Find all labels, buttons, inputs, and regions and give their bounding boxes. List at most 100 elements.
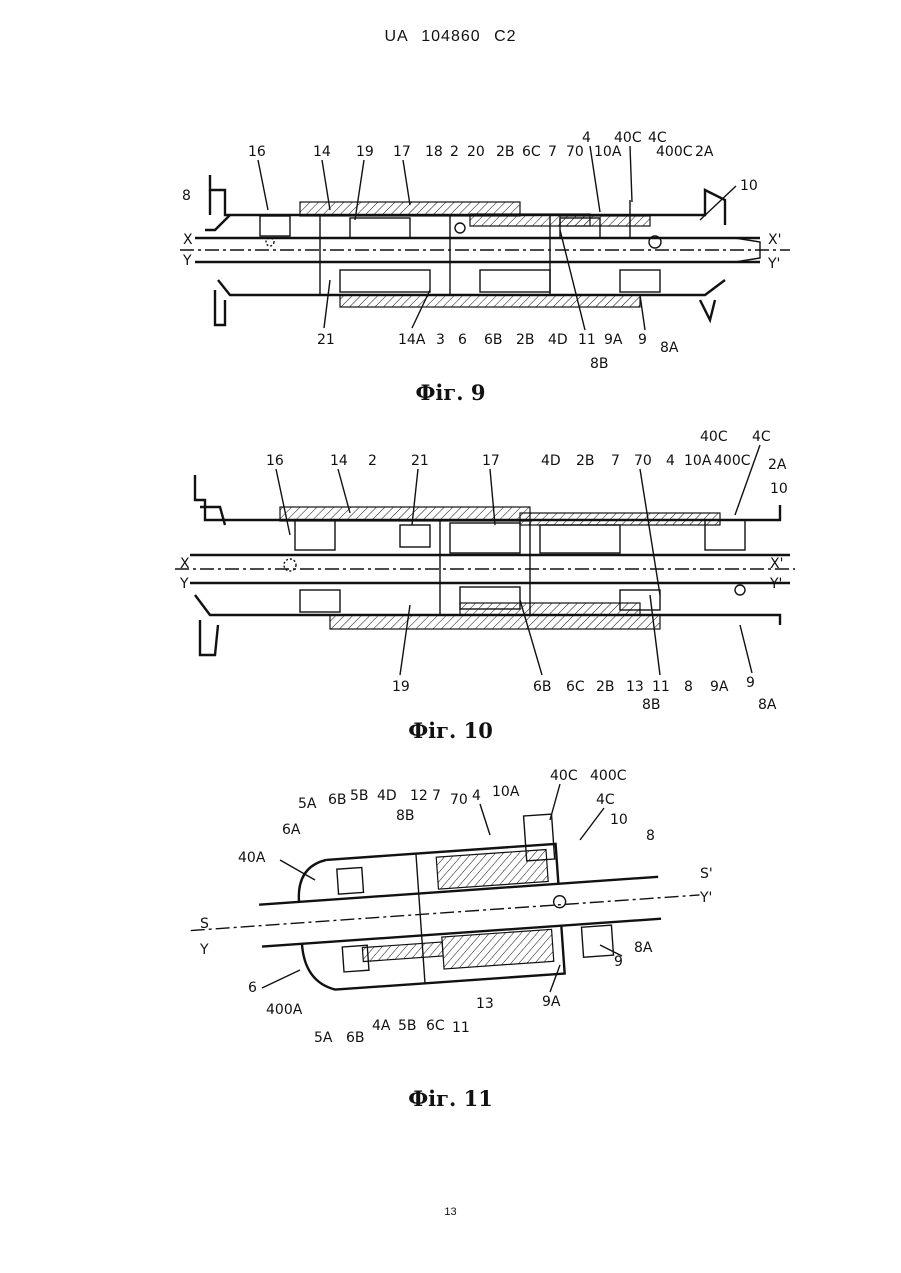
label-400c: 400C <box>714 453 751 469</box>
label-5a-bottom: 5A <box>314 1030 333 1046</box>
label-17: 17 <box>393 144 411 160</box>
axis-x: X <box>180 556 190 572</box>
label-40c: 40C <box>550 768 578 784</box>
axis-s: S <box>200 916 209 932</box>
label-3: 3 <box>436 332 445 348</box>
label-2a: 2A <box>695 144 714 160</box>
label-4d: 4D <box>541 453 561 469</box>
label-10: 10 <box>610 812 628 828</box>
label-2b: 2B <box>496 144 515 160</box>
figure-11-caption: Фіг. 11 <box>0 1086 901 1111</box>
label-4c: 4C <box>752 429 771 445</box>
label-11: 11 <box>652 679 670 695</box>
label-6b-bottom: 6B <box>346 1030 365 1046</box>
label-10a: 10A <box>594 144 622 160</box>
label-2b-bottom: 2B <box>516 332 535 348</box>
label-10a: 10A <box>492 784 520 800</box>
axis-y: Y <box>182 253 192 269</box>
label-2: 2 <box>450 144 459 160</box>
label-19: 19 <box>392 679 410 695</box>
figure-10-drawing: 16 14 2 21 17 4D 2B 7 70 4 10A 40C 400C … <box>0 425 901 715</box>
label-10: 10 <box>770 481 788 497</box>
label-16: 16 <box>248 144 266 160</box>
label-5a: 5A <box>298 796 317 812</box>
label-7: 7 <box>432 788 441 804</box>
label-12: 12 <box>410 788 428 804</box>
label-8a: 8A <box>758 697 777 713</box>
label-6c: 6C <box>566 679 585 695</box>
label-40a: 40A <box>238 850 266 866</box>
label-21: 21 <box>317 332 335 348</box>
axis-y-prime: Y' <box>769 576 782 592</box>
label-5b-bottom: 5B <box>398 1018 417 1034</box>
label-2b-bottom: 2B <box>596 679 615 695</box>
label-10: 10 <box>740 178 758 194</box>
label-4: 4 <box>472 788 481 804</box>
page-number: 13 <box>0 1206 901 1218</box>
label-2a: 2A <box>768 457 787 473</box>
axis-x-prime: X' <box>770 556 783 572</box>
label-20: 20 <box>467 144 485 160</box>
label-11: 11 <box>578 332 596 348</box>
label-4d: 4D <box>377 788 397 804</box>
axis-y-prime: Y' <box>699 890 712 906</box>
label-6b: 6B <box>484 332 503 348</box>
patent-header: UA 104860 C2 <box>0 28 901 46</box>
label-400c: 400C <box>590 768 627 784</box>
label-14: 14 <box>313 144 331 160</box>
label-6: 6 <box>458 332 467 348</box>
label-21: 21 <box>411 453 429 469</box>
label-17: 17 <box>482 453 500 469</box>
label-11: 11 <box>452 1020 470 1036</box>
label-6b: 6B <box>328 792 347 808</box>
figure-11-drawing: 5A 6B 5B 4D 8B 12 7 70 4 10A 40C 400C 4C… <box>0 760 901 1060</box>
label-8b: 8B <box>642 697 661 713</box>
figure-9-drawing: 16 14 19 17 18 2 20 2B 6C 7 70 4 10A 40C… <box>0 130 901 380</box>
label-16: 16 <box>266 453 284 469</box>
label-4: 4 <box>582 130 591 146</box>
label-6c: 6C <box>426 1018 445 1034</box>
label-6b: 6B <box>533 679 552 695</box>
label-6c: 6C <box>522 144 541 160</box>
label-8: 8 <box>646 828 655 844</box>
label-13: 13 <box>626 679 644 695</box>
axis-y: Y <box>179 576 189 592</box>
label-6a: 6A <box>282 822 301 838</box>
label-8b: 8B <box>396 808 415 824</box>
label-8a: 8A <box>660 340 679 356</box>
label-2b: 2B <box>576 453 595 469</box>
label-18: 18 <box>425 144 443 160</box>
axis-y: Y <box>199 942 209 958</box>
label-6: 6 <box>248 980 257 996</box>
label-4c: 4C <box>596 792 615 808</box>
label-8: 8 <box>182 188 191 204</box>
figure-10-caption: Фіг. 10 <box>0 718 901 743</box>
label-19: 19 <box>356 144 374 160</box>
axis-s-prime: S' <box>700 866 713 882</box>
label-40c: 40C <box>700 429 728 445</box>
figure-9-caption: Фіг. 9 <box>0 380 901 405</box>
label-9: 9 <box>638 332 647 348</box>
label-8: 8 <box>684 679 693 695</box>
label-8b: 8B <box>590 356 609 372</box>
label-2: 2 <box>368 453 377 469</box>
label-70: 70 <box>634 453 652 469</box>
label-4a: 4A <box>372 1018 391 1034</box>
label-7: 7 <box>548 144 557 160</box>
label-70: 70 <box>450 792 468 808</box>
label-5b: 5B <box>350 788 369 804</box>
label-10a: 10A <box>684 453 712 469</box>
label-7: 7 <box>611 453 620 469</box>
label-70: 70 <box>566 144 584 160</box>
label-9a: 9A <box>710 679 729 695</box>
axis-y-prime: Y' <box>767 256 780 272</box>
label-40c: 40C <box>614 130 642 146</box>
label-400a: 400A <box>266 1002 303 1018</box>
axis-x-prime: X' <box>768 232 781 248</box>
label-9: 9 <box>746 675 755 691</box>
label-4d: 4D <box>548 332 568 348</box>
label-4: 4 <box>666 453 675 469</box>
label-400c: 400C <box>656 144 693 160</box>
label-9a: 9A <box>604 332 623 348</box>
axis-x: X <box>183 232 193 248</box>
